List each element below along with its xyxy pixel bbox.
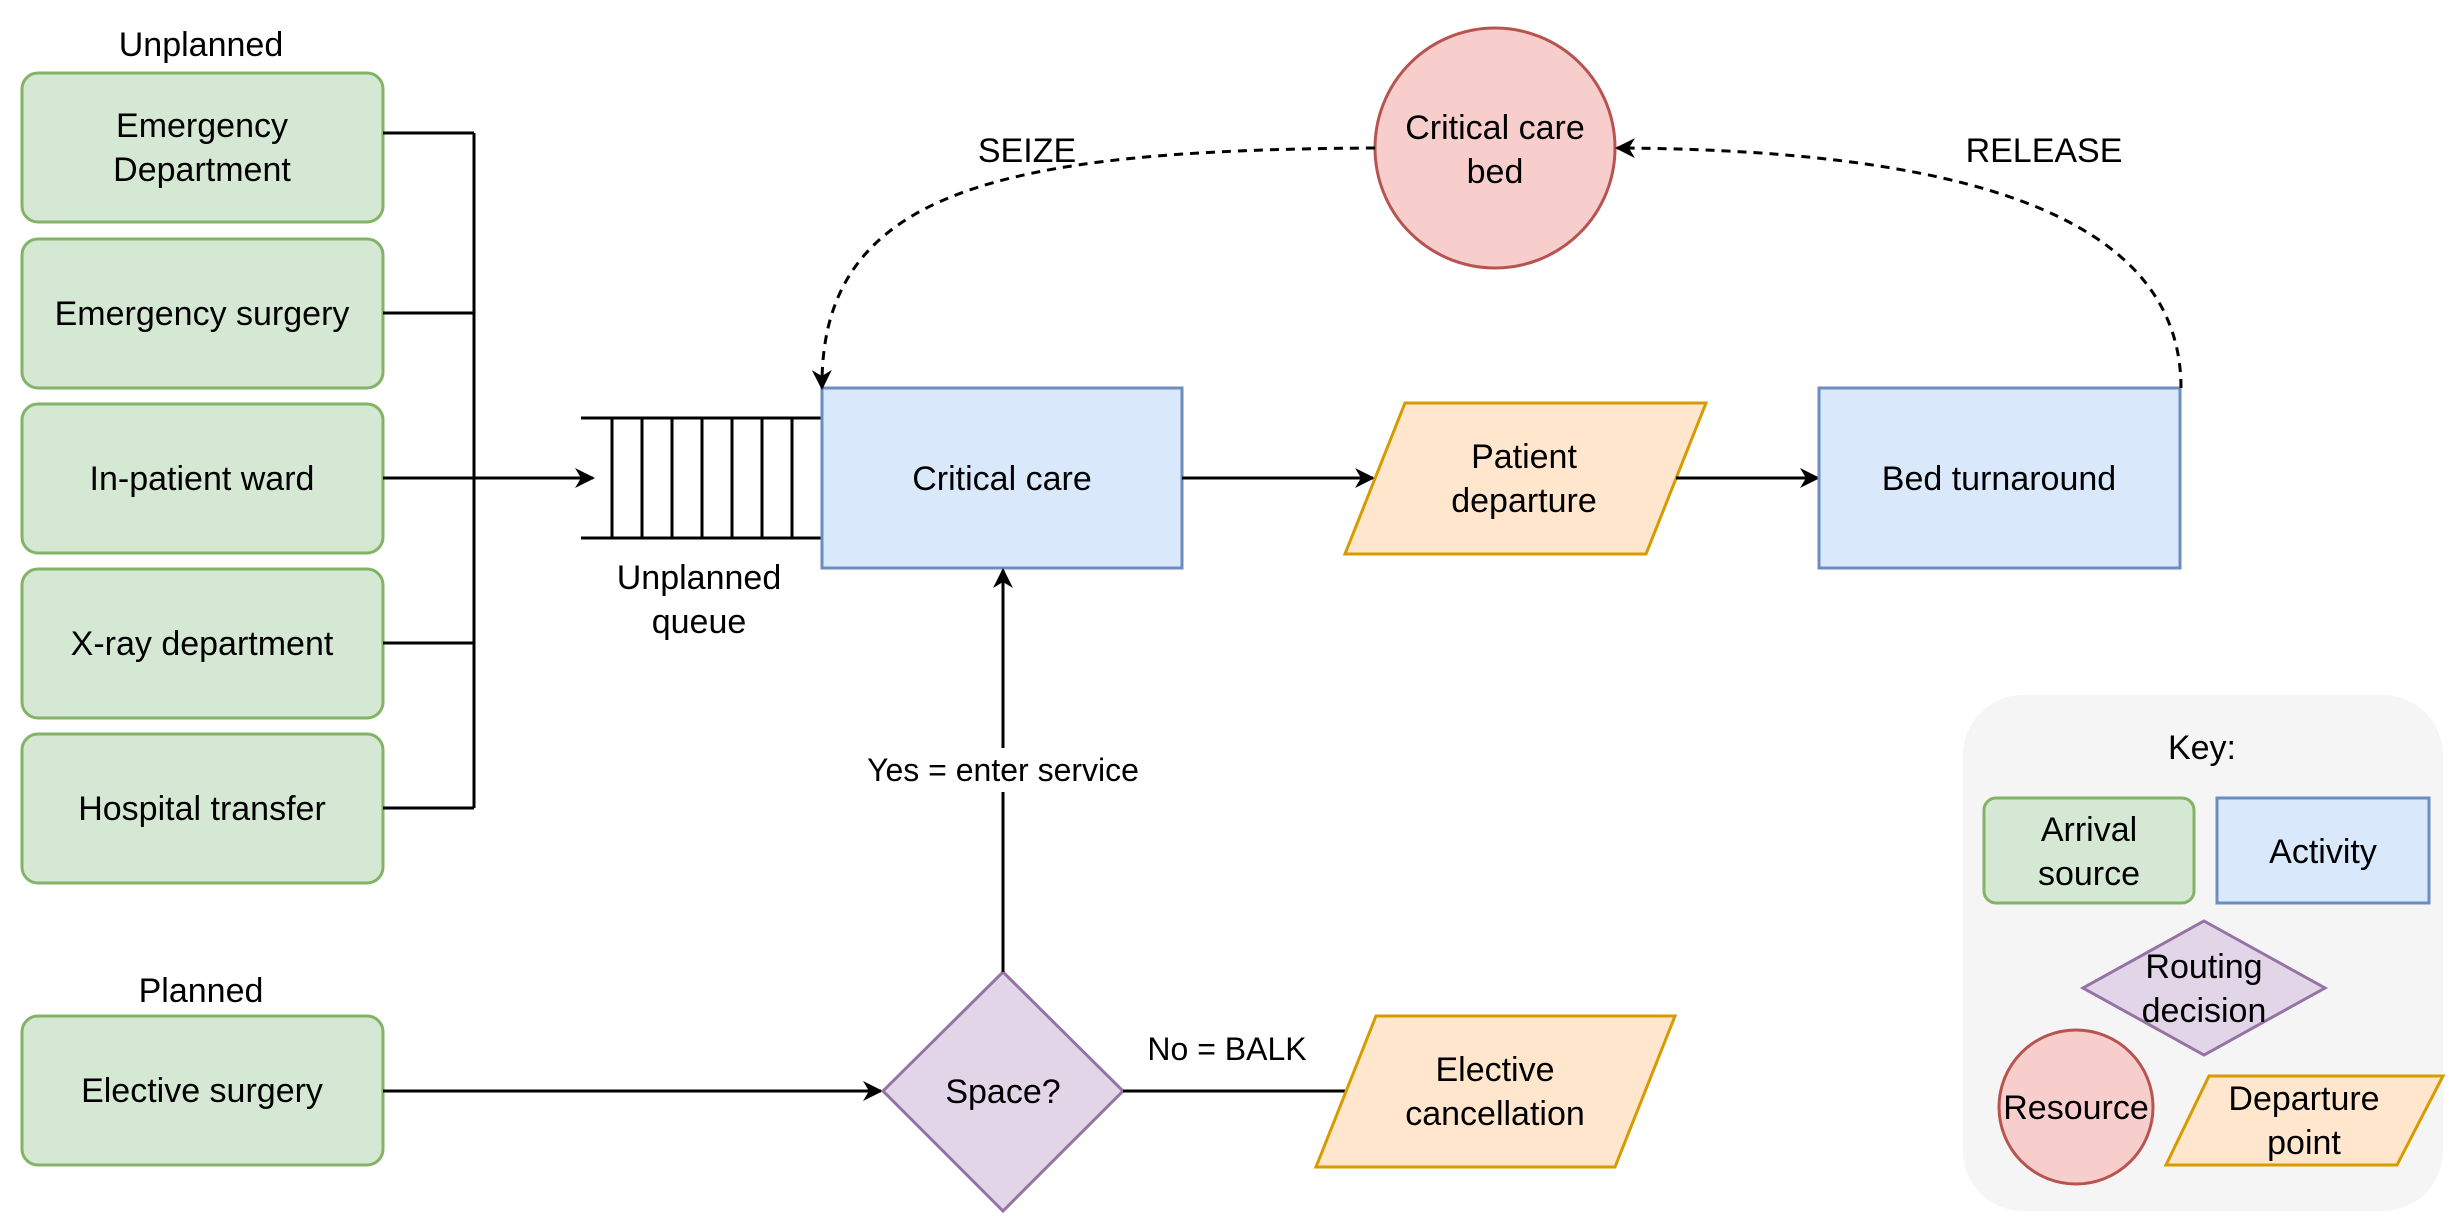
box-label: Space? [945,1073,1060,1111]
departure-point-elective-cancellation: Elective cancellation [1313,1014,1678,1169]
planned-heading: Planned [139,972,264,1010]
box-label: In-patient ward [90,460,315,498]
arrival-source-emergency-surgery: Emergency surgery [20,237,385,390]
label-line: bed [1467,153,1524,191]
release-label: RELEASE [1966,132,2123,170]
label-line: Departure [2228,1080,2379,1118]
label-line: Department [113,151,291,189]
label-line: Space? [945,1073,1060,1111]
box-label: Departure point [2228,1080,2379,1162]
box-label: Elective surgery [81,1072,323,1110]
yes-label-bg [858,748,1148,792]
label-line: Hospital transfer [78,790,326,828]
label-line: departure [1451,482,1597,520]
label-line: cancellation [1405,1095,1585,1133]
label-line: Bed turnaround [1882,460,2116,498]
label-line: Elective [1435,1051,1554,1089]
legend-key: Key: Arrival source Activity Routing decis… [1963,695,2446,1211]
routing-decision-space: Space? [880,969,1126,1214]
legend-arrival-source: Arrival source [1982,796,2196,905]
legend-resource: Resource [1997,1028,2155,1186]
seize-link [811,146,1376,390]
label-line: X-ray department [71,625,334,663]
seize-label: SEIZE [978,132,1076,170]
arrival-source-hospital-transfer: Hospital transfer [20,732,385,885]
label-line: Unplanned [617,559,781,597]
legend-departure-point: Departure point [2163,1074,2446,1167]
arrival-source-elective-surgery: Elective surgery [20,1014,385,1167]
legend-routing-decision: Routing decision [2079,919,2329,1057]
release-link [1615,138,2183,389]
no-label: No = BALK [1147,1031,1306,1067]
label-line: Emergency [116,107,288,145]
arrival-source-inpatient-ward: In-patient ward [20,402,385,555]
box-label: Critical care bed [1405,109,1584,191]
yes-label: Yes = enter service [867,752,1139,788]
label-line: source [2038,855,2140,893]
source-connectors [383,131,476,810]
box-label: Hospital transfer [78,790,326,828]
box-label: Critical care [912,460,1091,498]
activity-critical-care: Critical care [820,386,1184,570]
label-line: Arrival [2041,811,2137,849]
box-label: Arrival source [2038,811,2140,893]
box-label: Routing decision [2142,948,2267,1030]
box-label: X-ray department [71,625,334,663]
label-line: Patient [1471,438,1577,476]
label-line: Resource [2003,1089,2149,1127]
legend-title: Key: [2168,729,2236,767]
box-label: Patient departure [1451,438,1597,520]
box-label: Emergency surgery [55,295,350,333]
label-line: point [2267,1124,2341,1162]
activity-bed-turnaround: Bed turnaround [1817,386,2182,570]
label-line: queue [652,603,747,641]
label-line: Critical care [912,460,1091,498]
legend-activity: Activity [2215,796,2431,905]
box-label: Resource [2003,1089,2149,1127]
box-label: Bed turnaround [1882,460,2116,498]
label-line: Elective surgery [81,1072,323,1110]
resource-critical-care-bed: Critical care bed [1373,26,1617,270]
departure-point-patient: Patient departure [1342,401,1709,556]
label-line: Routing [2145,948,2262,986]
label-line: decision [2142,992,2267,1030]
label-line: Emergency surgery [55,295,350,333]
box-label: Activity [2269,833,2377,871]
label-line: Critical care [1405,109,1584,147]
arrival-source-xray-department: X-ray department [20,567,385,720]
queue-label: Unplanned queue [617,559,781,641]
label-line: Activity [2269,833,2377,871]
label-line: In-patient ward [90,460,315,498]
box-label: Elective cancellation [1405,1051,1585,1133]
unplanned-heading: Unplanned [119,26,283,64]
unplanned-queue [581,416,824,540]
